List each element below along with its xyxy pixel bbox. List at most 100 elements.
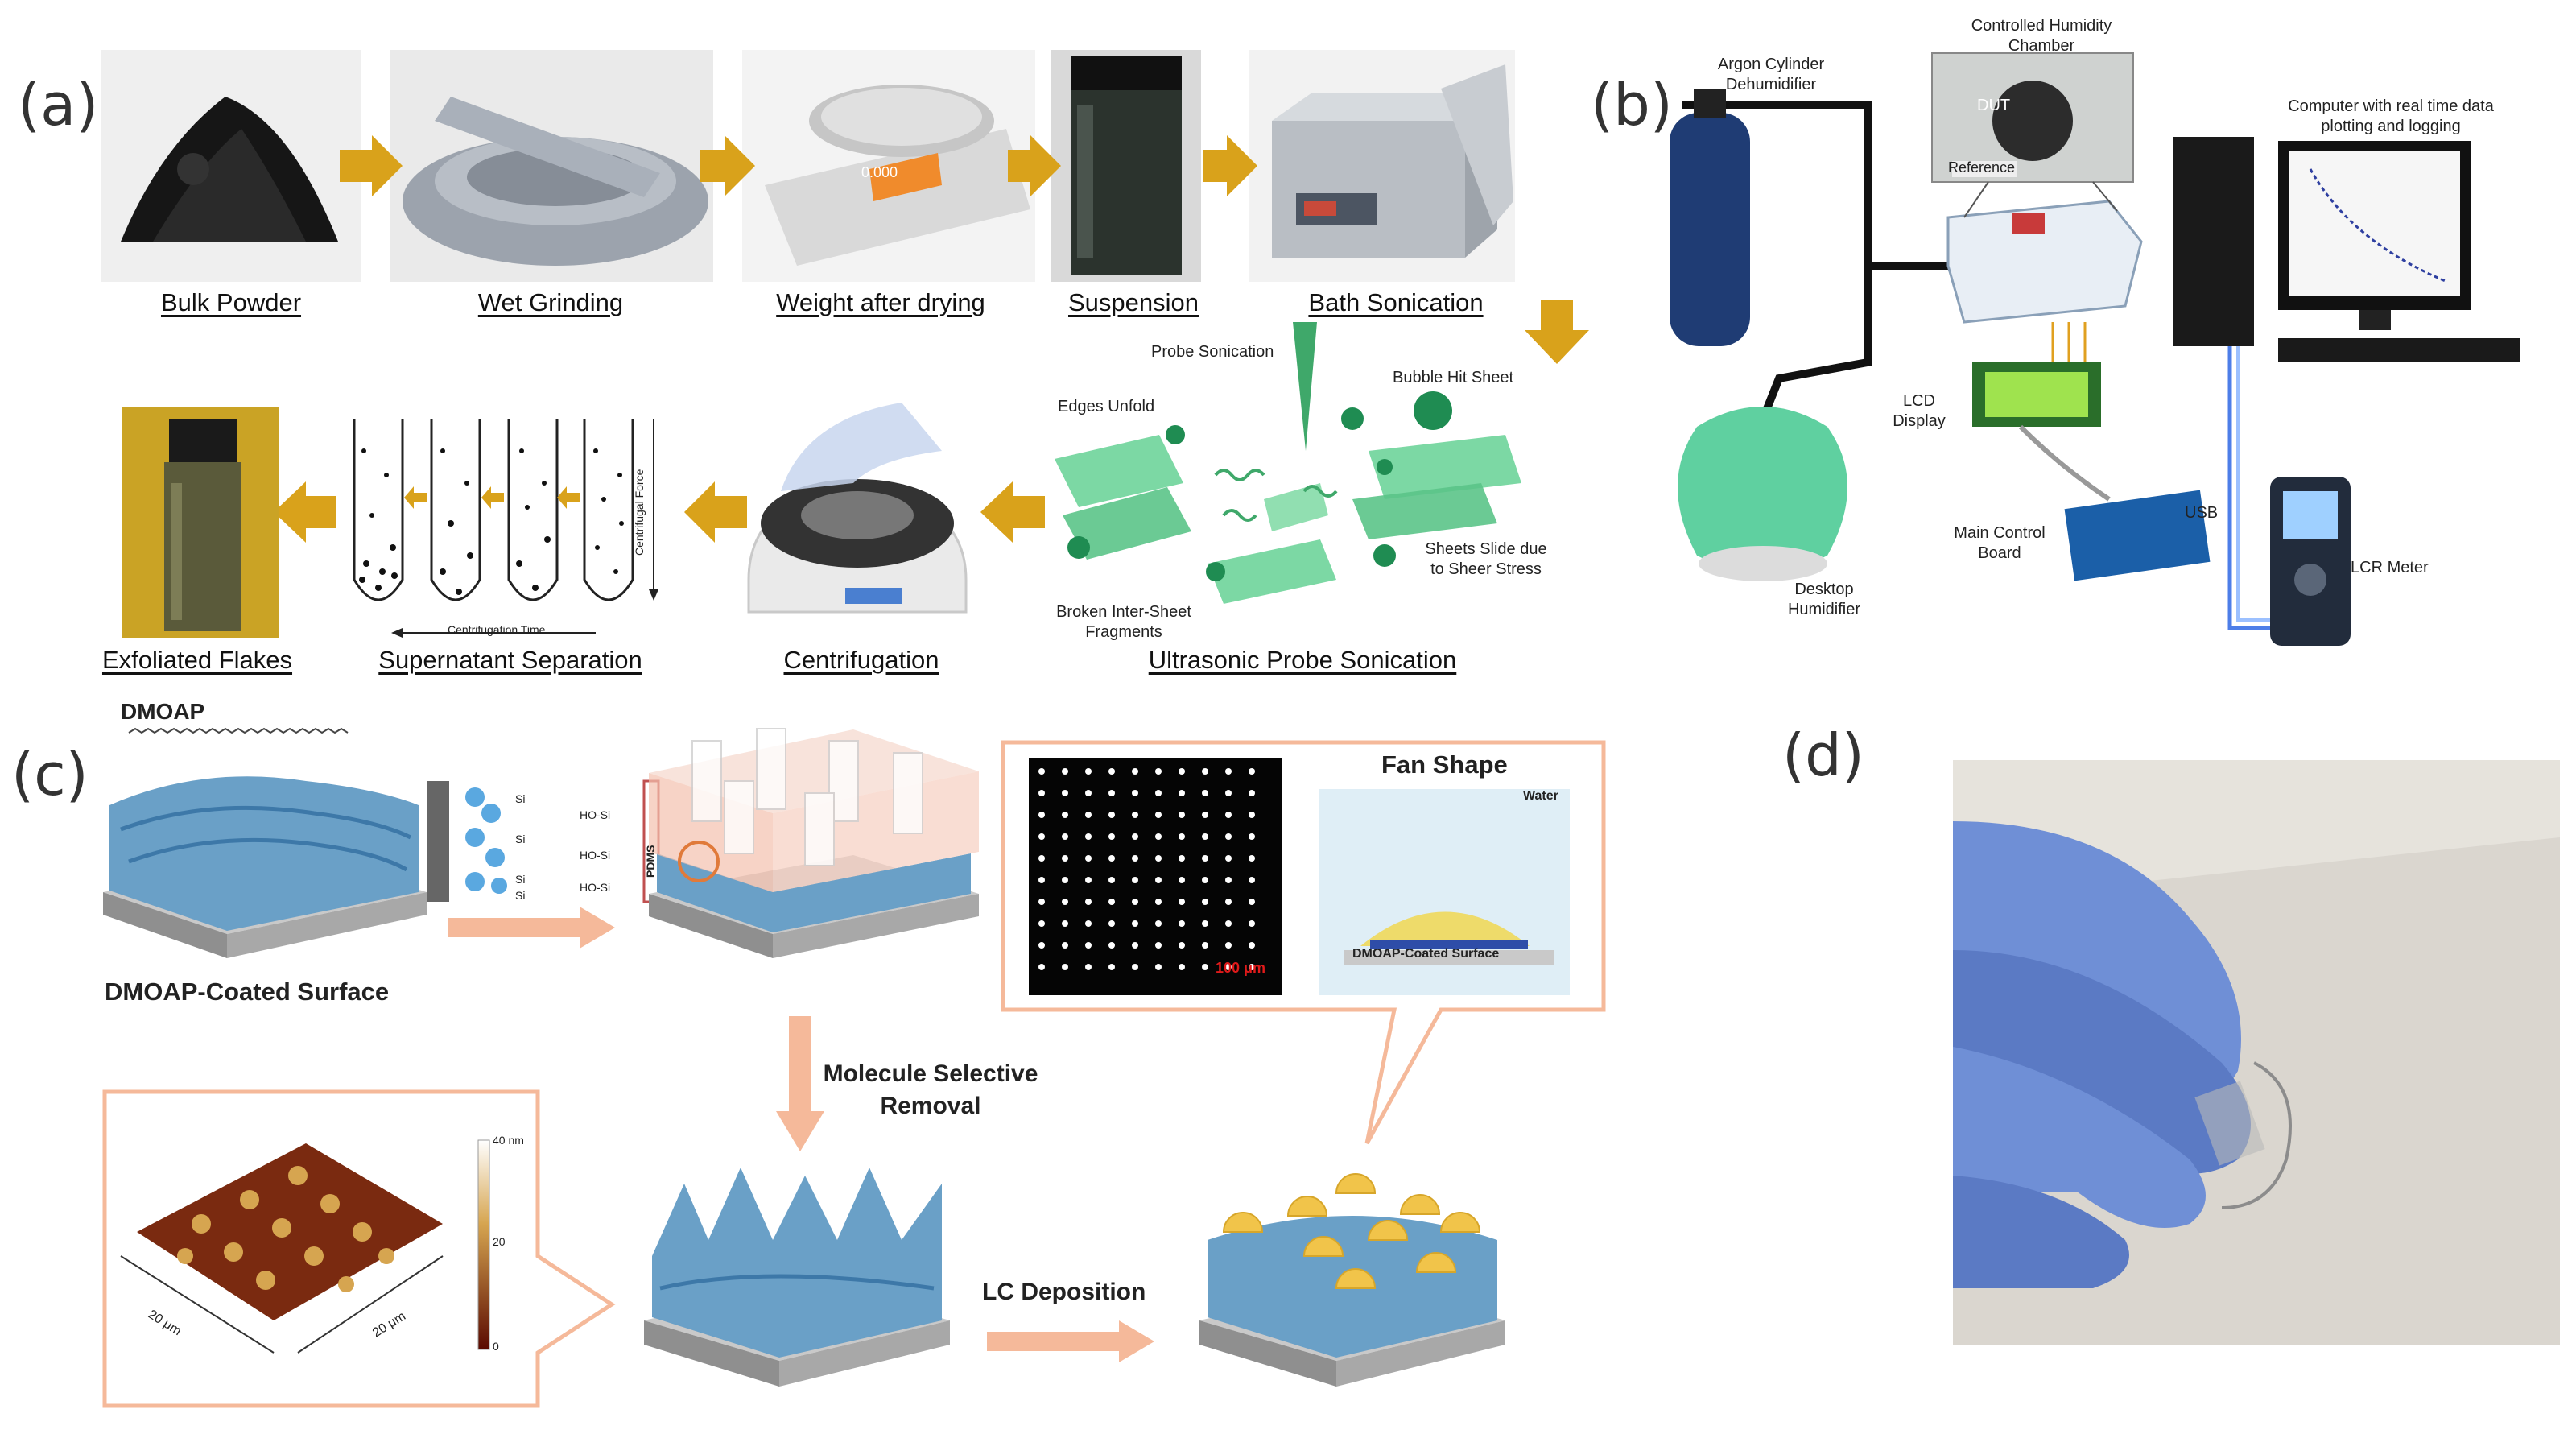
label-sheets-slide: Sheets Slide due to Sheer Stress bbox=[1425, 540, 1547, 578]
micrograph-dot bbox=[1062, 942, 1068, 949]
scale-readout: 0.000 bbox=[861, 164, 898, 180]
micrograph-dot bbox=[1062, 920, 1068, 927]
label-desktop-humidifier: Desktop Humidifier bbox=[1787, 581, 1861, 618]
micrograph-dot bbox=[1038, 790, 1045, 796]
scale-image bbox=[742, 50, 1035, 282]
si-label-5: Si bbox=[515, 873, 526, 886]
suspension-image bbox=[1051, 50, 1201, 282]
afm-tick-mid: 20 bbox=[493, 1235, 506, 1248]
si-label-7: Si bbox=[515, 889, 526, 902]
micrograph-dot bbox=[1179, 855, 1185, 862]
micrograph-dot bbox=[1062, 768, 1068, 775]
label-broken-fragments: Broken Inter-Sheet Fragments bbox=[1056, 603, 1191, 641]
micrograph-dot bbox=[1155, 920, 1162, 927]
micrograph-dot bbox=[1202, 855, 1208, 862]
micrograph-dot bbox=[1202, 964, 1208, 970]
micrograph-dot bbox=[1249, 964, 1255, 970]
label-main-control-board: Main Control Board bbox=[1954, 524, 2046, 562]
micrograph-dot bbox=[1249, 768, 1255, 775]
micrograph-dot bbox=[1155, 790, 1162, 796]
step-bulk-powder: Bulk Powder bbox=[160, 288, 302, 316]
micrograph-dot bbox=[1108, 899, 1115, 905]
micrograph-dot bbox=[1179, 899, 1185, 905]
si-label-1: Si bbox=[515, 792, 526, 805]
arrows-top-row bbox=[274, 135, 1589, 543]
micrograph-dot bbox=[1225, 833, 1232, 840]
micrograph-dot bbox=[1132, 942, 1138, 949]
micrograph-dot bbox=[1038, 942, 1045, 949]
step-suspension: Suspension bbox=[1067, 288, 1199, 316]
micrograph-dot bbox=[1155, 768, 1162, 775]
micrograph-dot bbox=[1249, 812, 1255, 818]
micrograph-dot bbox=[1155, 942, 1162, 949]
panel-d-label: (d) bbox=[1782, 721, 1864, 789]
probe-sonication-illustration bbox=[1055, 322, 1521, 604]
micrograph-dot bbox=[1038, 768, 1045, 775]
micrograph-dot bbox=[1132, 899, 1138, 905]
si-label-3: Si bbox=[515, 833, 526, 845]
label-water: Water bbox=[1523, 789, 1558, 803]
mortar-image bbox=[390, 50, 713, 282]
label-argon-cylinder: Argon Cylinder Dehumidifier bbox=[1717, 56, 1825, 93]
micrograph-dot bbox=[1038, 855, 1045, 862]
panel-b-label: (b) bbox=[1591, 71, 1673, 138]
micrograph-dot bbox=[1085, 855, 1092, 862]
step-supernatant-separation: Supernatant Separation bbox=[378, 646, 642, 674]
micrograph-dot bbox=[1249, 920, 1255, 927]
label-reference: Reference bbox=[1948, 159, 2016, 176]
si-label-6: HO-Si bbox=[580, 881, 611, 894]
label-lcr-meter: LCR Meter bbox=[2351, 559, 2429, 577]
label-dmoap-coated-surface: DMOAP-Coated Surface bbox=[105, 977, 390, 1006]
label-dmoap: DMOAP bbox=[121, 699, 205, 724]
panel-c-label: (c) bbox=[11, 741, 89, 808]
micrograph-dot bbox=[1179, 964, 1185, 970]
micrograph-dot bbox=[1108, 855, 1115, 862]
micrograph-dot bbox=[1225, 877, 1232, 883]
micrograph-dot bbox=[1202, 877, 1208, 883]
micrograph-dot bbox=[1132, 790, 1138, 796]
label-edges-unfold: Edges Unfold bbox=[1058, 398, 1155, 415]
step-centrifugation: Centrifugation bbox=[783, 646, 939, 674]
label-pdms: PDMS bbox=[644, 845, 657, 878]
step-exfoliated-flakes: Exfoliated Flakes bbox=[101, 646, 293, 674]
micrograph-dot bbox=[1062, 964, 1068, 970]
micrograph-dot bbox=[1108, 877, 1115, 883]
label-lc-deposition: LC Deposition bbox=[982, 1279, 1146, 1305]
micrograph-dot bbox=[1155, 964, 1162, 970]
micrograph-dot bbox=[1225, 855, 1232, 862]
micrograph-dot bbox=[1108, 790, 1115, 796]
micrograph-dot bbox=[1249, 877, 1255, 883]
micrograph-dot bbox=[1108, 768, 1115, 775]
label-inset-surface: DMOAP-Coated Surface bbox=[1352, 947, 1500, 961]
micrograph-dot bbox=[1062, 833, 1068, 840]
micrograph-dot bbox=[1038, 877, 1045, 883]
micrograph-dot bbox=[1249, 790, 1255, 796]
label-usb: USB bbox=[2185, 504, 2219, 522]
micrograph-dot bbox=[1202, 833, 1208, 840]
micrograph-dot bbox=[1132, 920, 1138, 927]
micrograph-dot bbox=[1202, 920, 1208, 927]
panel-b-graphics bbox=[1670, 52, 2520, 646]
micrograph-dot bbox=[1085, 790, 1092, 796]
micrograph-dot bbox=[1132, 768, 1138, 775]
micrograph-dot bbox=[1108, 833, 1115, 840]
micrograph-dot bbox=[1202, 790, 1208, 796]
step-wet-grinding: Wet Grinding bbox=[477, 288, 624, 316]
label-centrifugal-force: Centrifugal Force bbox=[633, 469, 646, 556]
micrograph-dot bbox=[1108, 812, 1115, 818]
label-dut: DUT bbox=[1977, 97, 2011, 114]
label-computer: Computer with real time data plotting an… bbox=[2288, 97, 2494, 135]
micrograph-dot bbox=[1062, 877, 1068, 883]
micrograph-dot bbox=[1085, 942, 1092, 949]
micrograph-dot bbox=[1085, 833, 1092, 840]
micrograph-dot bbox=[1155, 877, 1162, 883]
micrograph-dot bbox=[1108, 942, 1115, 949]
micrograph-dot bbox=[1179, 942, 1185, 949]
micrograph-dot bbox=[1038, 812, 1045, 818]
micrograph-dot bbox=[1249, 855, 1255, 862]
micrograph-dot bbox=[1085, 812, 1092, 818]
micrograph-dot bbox=[1202, 942, 1208, 949]
micrograph-dot bbox=[1132, 877, 1138, 883]
micrograph-dot bbox=[1038, 920, 1045, 927]
